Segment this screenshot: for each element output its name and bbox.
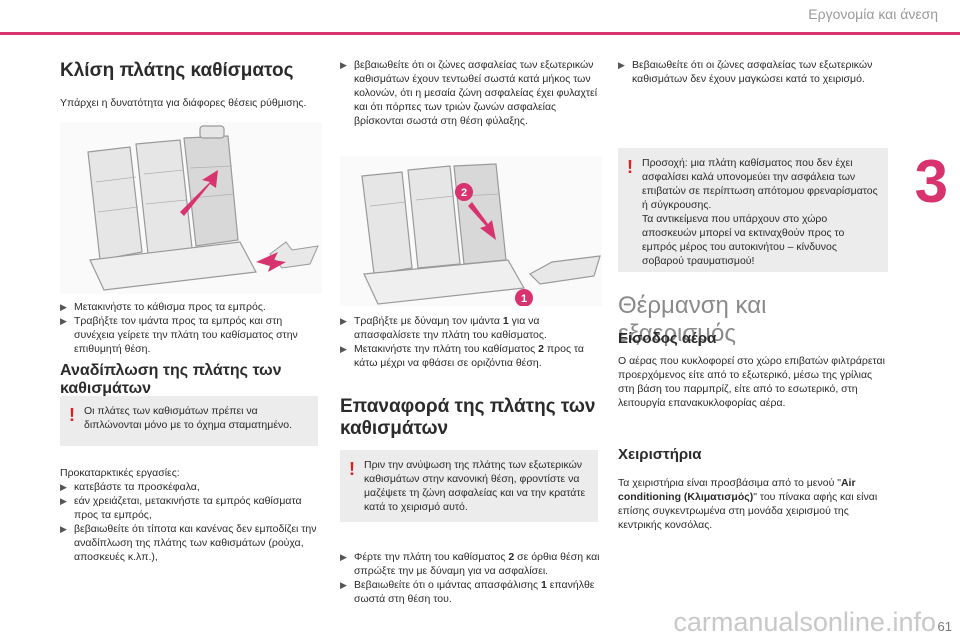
lock-warning-text-2: Τα αντικείμενα που υπάρχουν στο χώρο απο… [642, 213, 845, 267]
svg-text:2: 2 [461, 187, 467, 199]
exclamation-icon: ! [349, 459, 355, 479]
seat-tilt-steps: ▶Μετακινήστε το κάθισμα προς τα εμπρός. … [60, 300, 322, 356]
chapter-number: 3 [914, 148, 948, 215]
list-item: ▶Μετακινήστε την πλάτη του καθίσματος 2 … [340, 343, 585, 369]
triangle-bullet-icon: ▶ [340, 60, 347, 70]
seat-tilt-intro: Υπάρχει η δυνατότητα για διάφορες θέσεις… [60, 97, 307, 109]
heating-section-title: Θέρμανση και εξαερισμός [618, 292, 767, 347]
lock-warning-box: ! Προσοχή: μια πλάτη καθίσματος που δεν … [618, 148, 888, 272]
belt-jam-step: ▶Βεβαιωθείτε ότι οι ζώνες ασφαλείας των … [618, 58, 880, 86]
list-item: ▶Μετακινήστε το κάθισμα προς τα εμπρός. [60, 301, 266, 313]
prep-steps: ▶κατεβάστε τα προσκέφαλα, ▶εάν χρειάζετα… [60, 480, 322, 564]
list-item: ▶βεβαιωθείτε ότι τίποτα και κανένας δεν … [60, 523, 317, 563]
controls-text: Τα χειριστήρια είναι προσβάσιμα από το μ… [618, 477, 878, 531]
triangle-bullet-icon: ▶ [340, 316, 347, 326]
exclamation-icon: ! [69, 405, 75, 425]
exclamation-icon: ! [627, 157, 633, 177]
list-item: ▶εάν χρειάζεται, μετακινήστε τα εμπρός κ… [60, 495, 302, 521]
svg-text:1: 1 [521, 293, 527, 305]
running-header: Εργονομία και άνεση [808, 6, 938, 22]
list-item: ▶Τραβήξτε με δύναμη τον ιμάντα 1 για να … [340, 315, 547, 341]
controls-title: Χειριστήρια [618, 446, 702, 463]
callout-2: 2 [455, 183, 473, 201]
triangle-bullet-icon: ▶ [60, 482, 67, 492]
fold-warning-box: ! Οι πλάτες των καθισμάτων πρέπει να διπ… [60, 396, 318, 446]
air-intake-text: Ο αέρας που κυκλοφορεί στο χώρο επιβατών… [618, 355, 885, 409]
list-item: ▶βεβαιωθείτε ότι οι ζώνες ασφαλείας των … [340, 59, 598, 127]
fold-warning-text: Οι πλάτες των καθισμάτων πρέπει να διπλώ… [84, 405, 293, 431]
fold-steps: ▶Τραβήξτε με δύναμη τον ιμάντα 1 για να … [340, 314, 602, 370]
callout-1: 1 [515, 289, 533, 306]
list-item: ▶Βεβαιωθείτε ότι ο ιμάντας απασφάλισης 1… [340, 579, 595, 605]
seat-tilt-illustration [60, 122, 322, 294]
list-item: ▶Βεβαιωθείτε ότι οι ζώνες ασφαλείας των … [618, 59, 873, 85]
list-item: ▶Τραβήξτε τον ιμάντα προς τα εμπρός και … [60, 315, 298, 355]
belt-check-step: ▶βεβαιωθείτε ότι οι ζώνες ασφαλείας των … [340, 58, 602, 128]
triangle-bullet-icon: ▶ [60, 302, 67, 312]
triangle-bullet-icon: ▶ [60, 524, 67, 534]
triangle-bullet-icon: ▶ [60, 316, 67, 326]
list-item: ▶κατεβάστε τα προσκέφαλα, [60, 481, 200, 493]
watermark: carmanualsonline.info [673, 607, 936, 637]
seat-fold-illustration: 2 1 [340, 156, 602, 306]
triangle-bullet-icon: ▶ [60, 496, 67, 506]
triangle-bullet-icon: ▶ [340, 552, 347, 562]
restore-warning-text: Πριν την ανύψωση της πλάτης των εξωτερικ… [364, 459, 586, 513]
seat-tilt-title: Κλίση πλάτης καθίσματος [60, 60, 294, 81]
restore-warning-box: ! Πριν την ανύψωση της πλάτης των εξωτερ… [340, 450, 598, 522]
list-item: ▶Φέρτε την πλάτη του καθίσματος 2 σε όρθ… [340, 551, 600, 577]
triangle-bullet-icon: ▶ [340, 344, 347, 354]
prep-intro: Προκαταρκτικές εργασίες: [60, 467, 180, 479]
fold-title: Αναδίπλωση της πλάτης των καθισμάτων [60, 362, 282, 397]
triangle-bullet-icon: ▶ [340, 580, 347, 590]
header-rule [0, 32, 960, 35]
air-intake-title: Είσοδος αέρα [618, 330, 717, 347]
lock-warning-text-1: Προσοχή: μια πλάτη καθίσματος που δεν έχ… [642, 157, 878, 211]
page-number: 61 [937, 619, 952, 634]
restore-steps: ▶Φέρτε την πλάτη του καθίσματος 2 σε όρθ… [340, 550, 602, 606]
triangle-bullet-icon: ▶ [618, 60, 625, 70]
